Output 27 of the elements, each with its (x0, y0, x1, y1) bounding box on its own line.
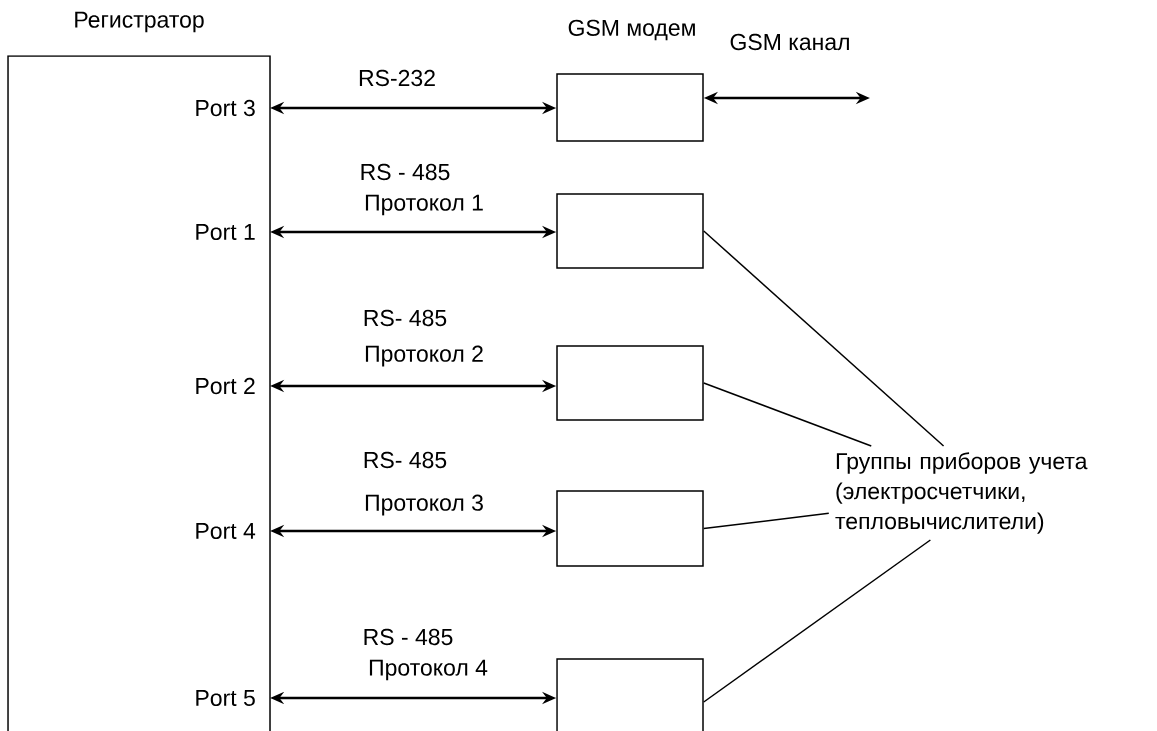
edge-label: Протокол 1 (363, 193, 485, 217)
edge-label: Протокол 2 (363, 344, 485, 368)
device-box (556, 345, 704, 421)
interface-label: RS- 485 (364, 451, 447, 469)
port-label: Port 4 (196, 522, 256, 539)
interface-label: RS - 485 (364, 628, 453, 646)
connector-line (703, 512, 830, 530)
port-label: Port 5 (196, 689, 255, 706)
edge-label: Протокол 4 (367, 658, 489, 682)
group-label: Группы приборов учета (электросчетчики, тепловычислители) (835, 452, 1088, 534)
edge-label: RS-232 (357, 68, 437, 88)
port-label: Port 1 (196, 223, 255, 240)
connector-line (703, 382, 872, 447)
interface-label: RS- 485 (364, 309, 447, 327)
device-box (556, 658, 704, 731)
port-label: Port 3 (196, 99, 255, 117)
edge-label: GSM канал (728, 32, 852, 52)
device-box (556, 490, 704, 567)
edge-label: Протокол 3 (363, 493, 485, 517)
connector-line (703, 539, 932, 703)
node-label: GSM модем (568, 19, 695, 41)
interface-label: RS - 485 (361, 163, 450, 181)
node-label: Регистратор (75, 11, 204, 33)
device-box (556, 193, 704, 269)
device-box: GSM модем (556, 19, 704, 142)
port-label: Port 2 (196, 377, 255, 395)
connector-line (703, 230, 945, 447)
